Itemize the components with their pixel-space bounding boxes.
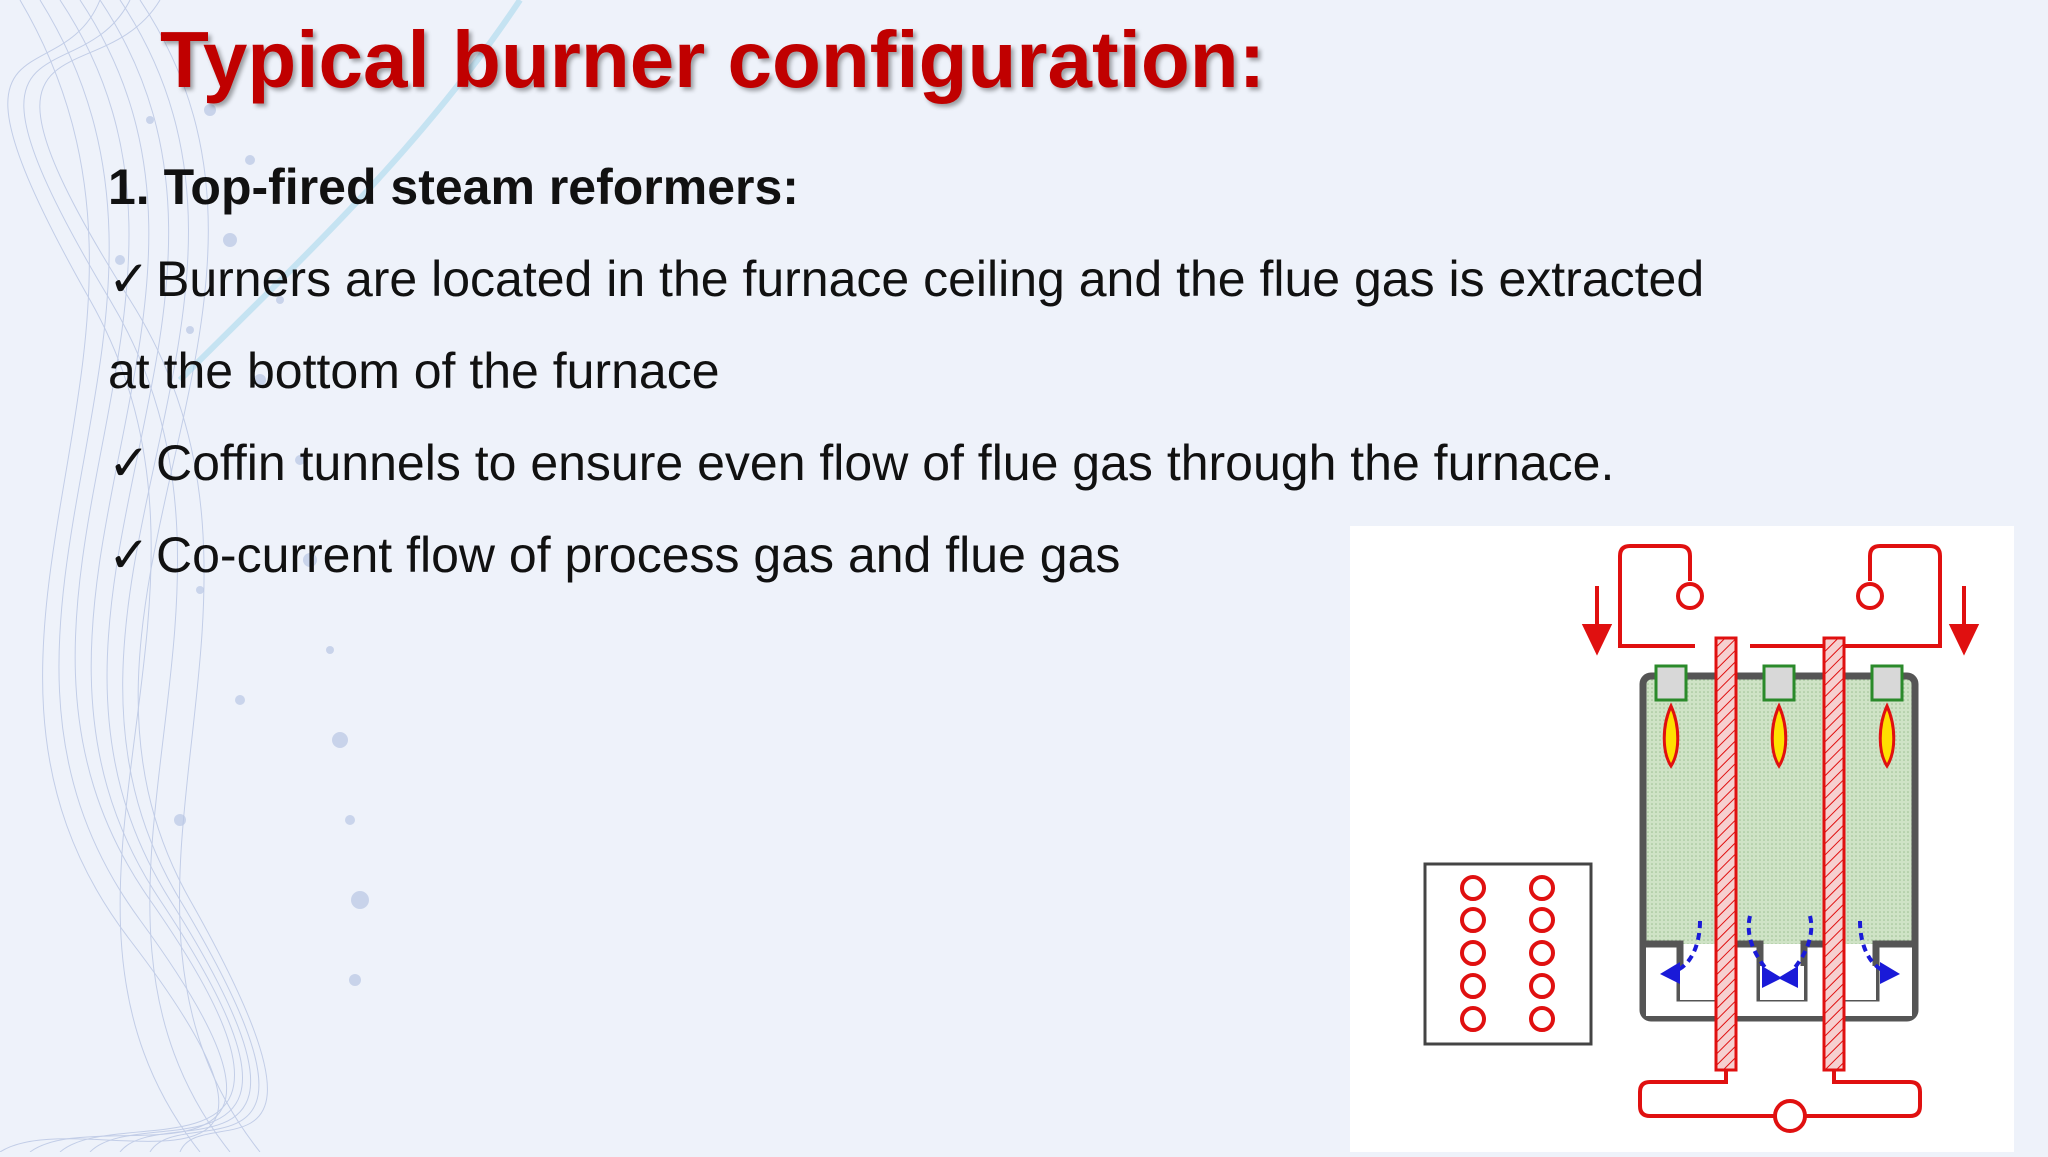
section-heading: 1. Top-fired steam reformers: bbox=[108, 159, 799, 215]
checkmark-icon: ✓ bbox=[108, 434, 150, 492]
flue-gas-flow-arrows bbox=[1674, 915, 1886, 973]
feed-header bbox=[1618, 544, 1942, 648]
checkmark-icon: ✓ bbox=[108, 526, 150, 584]
top-fired-reformer-diagram bbox=[1350, 526, 2014, 1152]
burners bbox=[1654, 664, 1904, 769]
checkmark-icon: ✓ bbox=[108, 250, 150, 308]
bullet-text: Burners are located in the furnace ceili… bbox=[156, 251, 1705, 307]
bullet-text: Coffin tunnels to ensure even flow of fl… bbox=[156, 435, 1615, 491]
slide-title: Typical burner configuration: bbox=[160, 15, 1266, 104]
reformer-tubes bbox=[1714, 636, 1846, 1072]
bullet-burners-location: ✓Burners are located in the furnace ceil… bbox=[108, 250, 1704, 308]
outlet-header bbox=[1638, 1070, 1922, 1133]
tube-rows-plan-view bbox=[1423, 862, 1593, 1046]
background-wave-art bbox=[0, 0, 523, 1152]
down-arrow-icons bbox=[1581, 586, 1980, 656]
bullet-coffin-tunnels: ✓Coffin tunnels to ensure even flow of f… bbox=[108, 434, 1614, 492]
bullet-continuation: at the bottom of the furnace bbox=[108, 343, 720, 399]
bullet-text: Co-current flow of process gas and flue … bbox=[156, 527, 1121, 583]
bullet-co-current-flow: ✓Co-current flow of process gas and flue… bbox=[108, 526, 1120, 584]
